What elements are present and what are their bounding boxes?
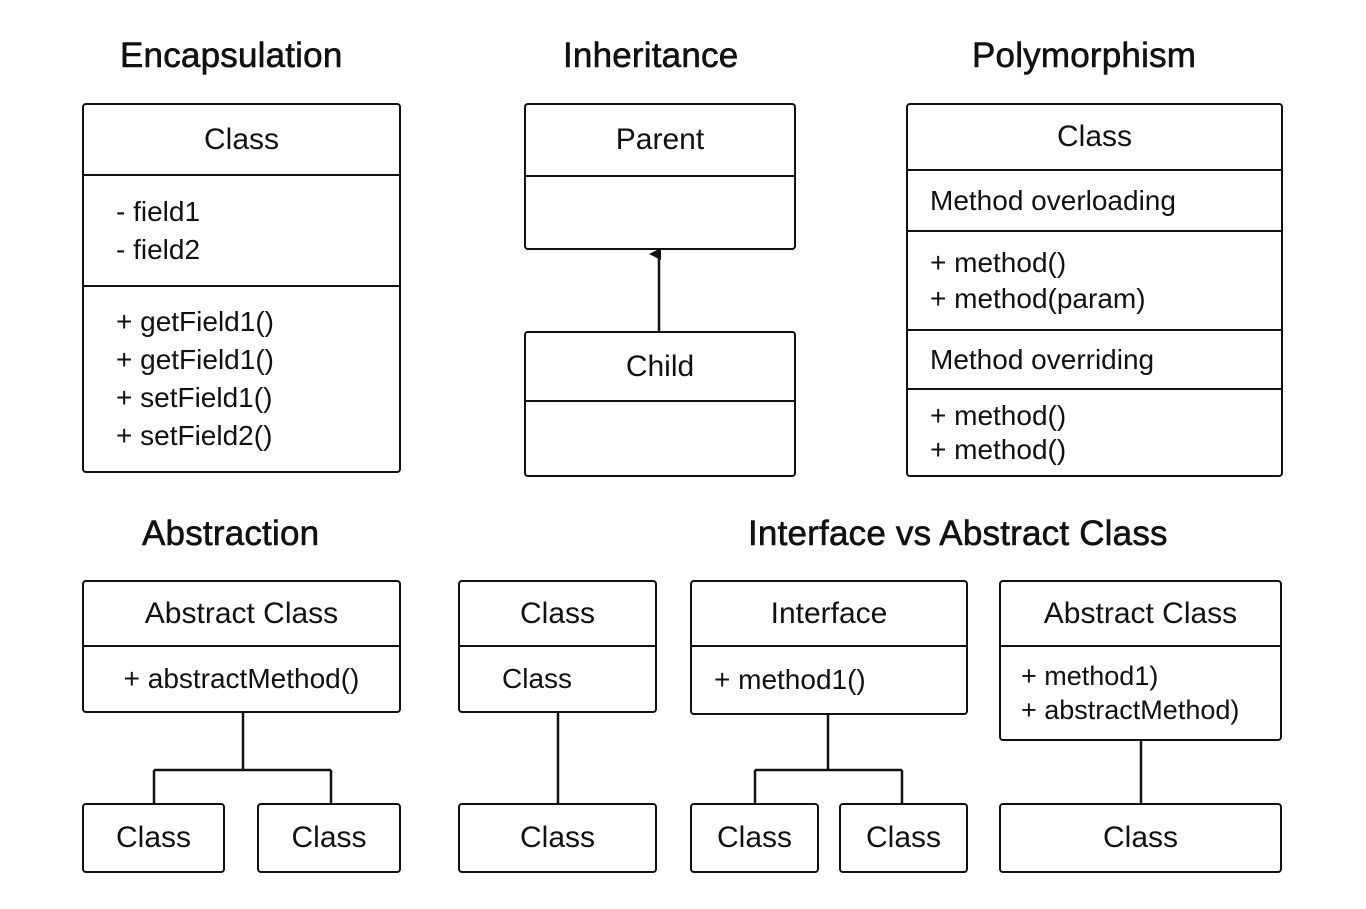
polymorphism-class-box: Class Method overloading + method() + me… bbox=[906, 103, 1283, 477]
title-polymorphism: Polymorphism bbox=[972, 36, 1197, 76]
parent-class-box: Parent bbox=[524, 103, 796, 250]
interface-box: Interface + method1() bbox=[690, 580, 968, 715]
abstract-class-box-methods: + method1) + abstractMethod) bbox=[1001, 645, 1280, 739]
abstract-class-box: Abstract Class + method1) + abstractMeth… bbox=[999, 580, 1282, 741]
abstraction-abstract-class-box: Abstract Class + abstractMethod() bbox=[82, 580, 401, 713]
method-item: + setField2() bbox=[116, 420, 273, 451]
method-item: + method(param) bbox=[930, 282, 1146, 314]
overloading-methods: + method() + method(param) bbox=[908, 230, 1281, 329]
overriding-methods: + method() + method() bbox=[908, 388, 1281, 475]
ivsa-class-child: Class bbox=[458, 803, 657, 873]
parent-class-name: Parent bbox=[615, 123, 705, 156]
method-item: + method1) bbox=[1021, 661, 1159, 691]
abstract-class-name: Abstract Class bbox=[144, 596, 339, 630]
abstract-class-box-name: Abstract Class bbox=[1043, 596, 1238, 630]
field-item: - field2 bbox=[116, 233, 201, 265]
encapsulation-methods: + getField1() + getField1() + setField1(… bbox=[84, 285, 399, 471]
ivsa-class-box: Class Class bbox=[458, 580, 657, 713]
method-item: + method() bbox=[930, 399, 1067, 431]
overloading-label: Method overloading bbox=[908, 169, 1281, 230]
method-item: + abstractMethod) bbox=[1021, 695, 1240, 725]
title-abstraction: Abstraction bbox=[142, 514, 320, 554]
interface-child-class-1: Class bbox=[690, 803, 819, 873]
abstract-class-child: Class bbox=[999, 803, 1282, 873]
abstraction-child-class-1: Class bbox=[82, 803, 225, 873]
polymorphism-class-name: Class bbox=[1056, 120, 1132, 153]
interface-tree-lines bbox=[753, 714, 904, 804]
interface-name: Interface bbox=[770, 596, 888, 630]
method-item: + getField1() bbox=[116, 344, 274, 375]
abstract-method: + abstractMethod() bbox=[84, 645, 399, 711]
encapsulation-class-box: Class - field1 - field2 + getField1() + … bbox=[82, 103, 401, 473]
title-inheritance: Inheritance bbox=[563, 36, 739, 76]
ivsa-class-name: Class bbox=[519, 596, 595, 630]
parent-class-body bbox=[526, 175, 794, 248]
encapsulation-fields: - field1 - field2 bbox=[84, 174, 399, 285]
title-interface-vs-abstract: Interface vs Abstract Class bbox=[748, 514, 1168, 554]
title-encapsulation: Encapsulation bbox=[120, 36, 343, 76]
abstraction-child-class-2: Class bbox=[257, 803, 401, 873]
child-class-box: Child bbox=[524, 331, 796, 477]
interface-child-class-2: Class bbox=[839, 803, 968, 873]
ivsa-class-body: Class bbox=[460, 645, 655, 711]
encapsulation-class-name: Class bbox=[203, 122, 279, 156]
method-item: + getField1() bbox=[116, 306, 274, 337]
method-item: + method() bbox=[930, 246, 1067, 278]
abstraction-tree-lines bbox=[152, 712, 333, 804]
method-item: + setField1() bbox=[116, 382, 273, 413]
overriding-label: Method overriding bbox=[908, 329, 1281, 388]
child-class-body bbox=[526, 400, 794, 475]
child-class-name: Child bbox=[625, 349, 695, 383]
field-item: - field1 bbox=[116, 195, 201, 227]
method-item: + method() bbox=[930, 433, 1067, 465]
interface-method: + method1() bbox=[692, 645, 966, 713]
